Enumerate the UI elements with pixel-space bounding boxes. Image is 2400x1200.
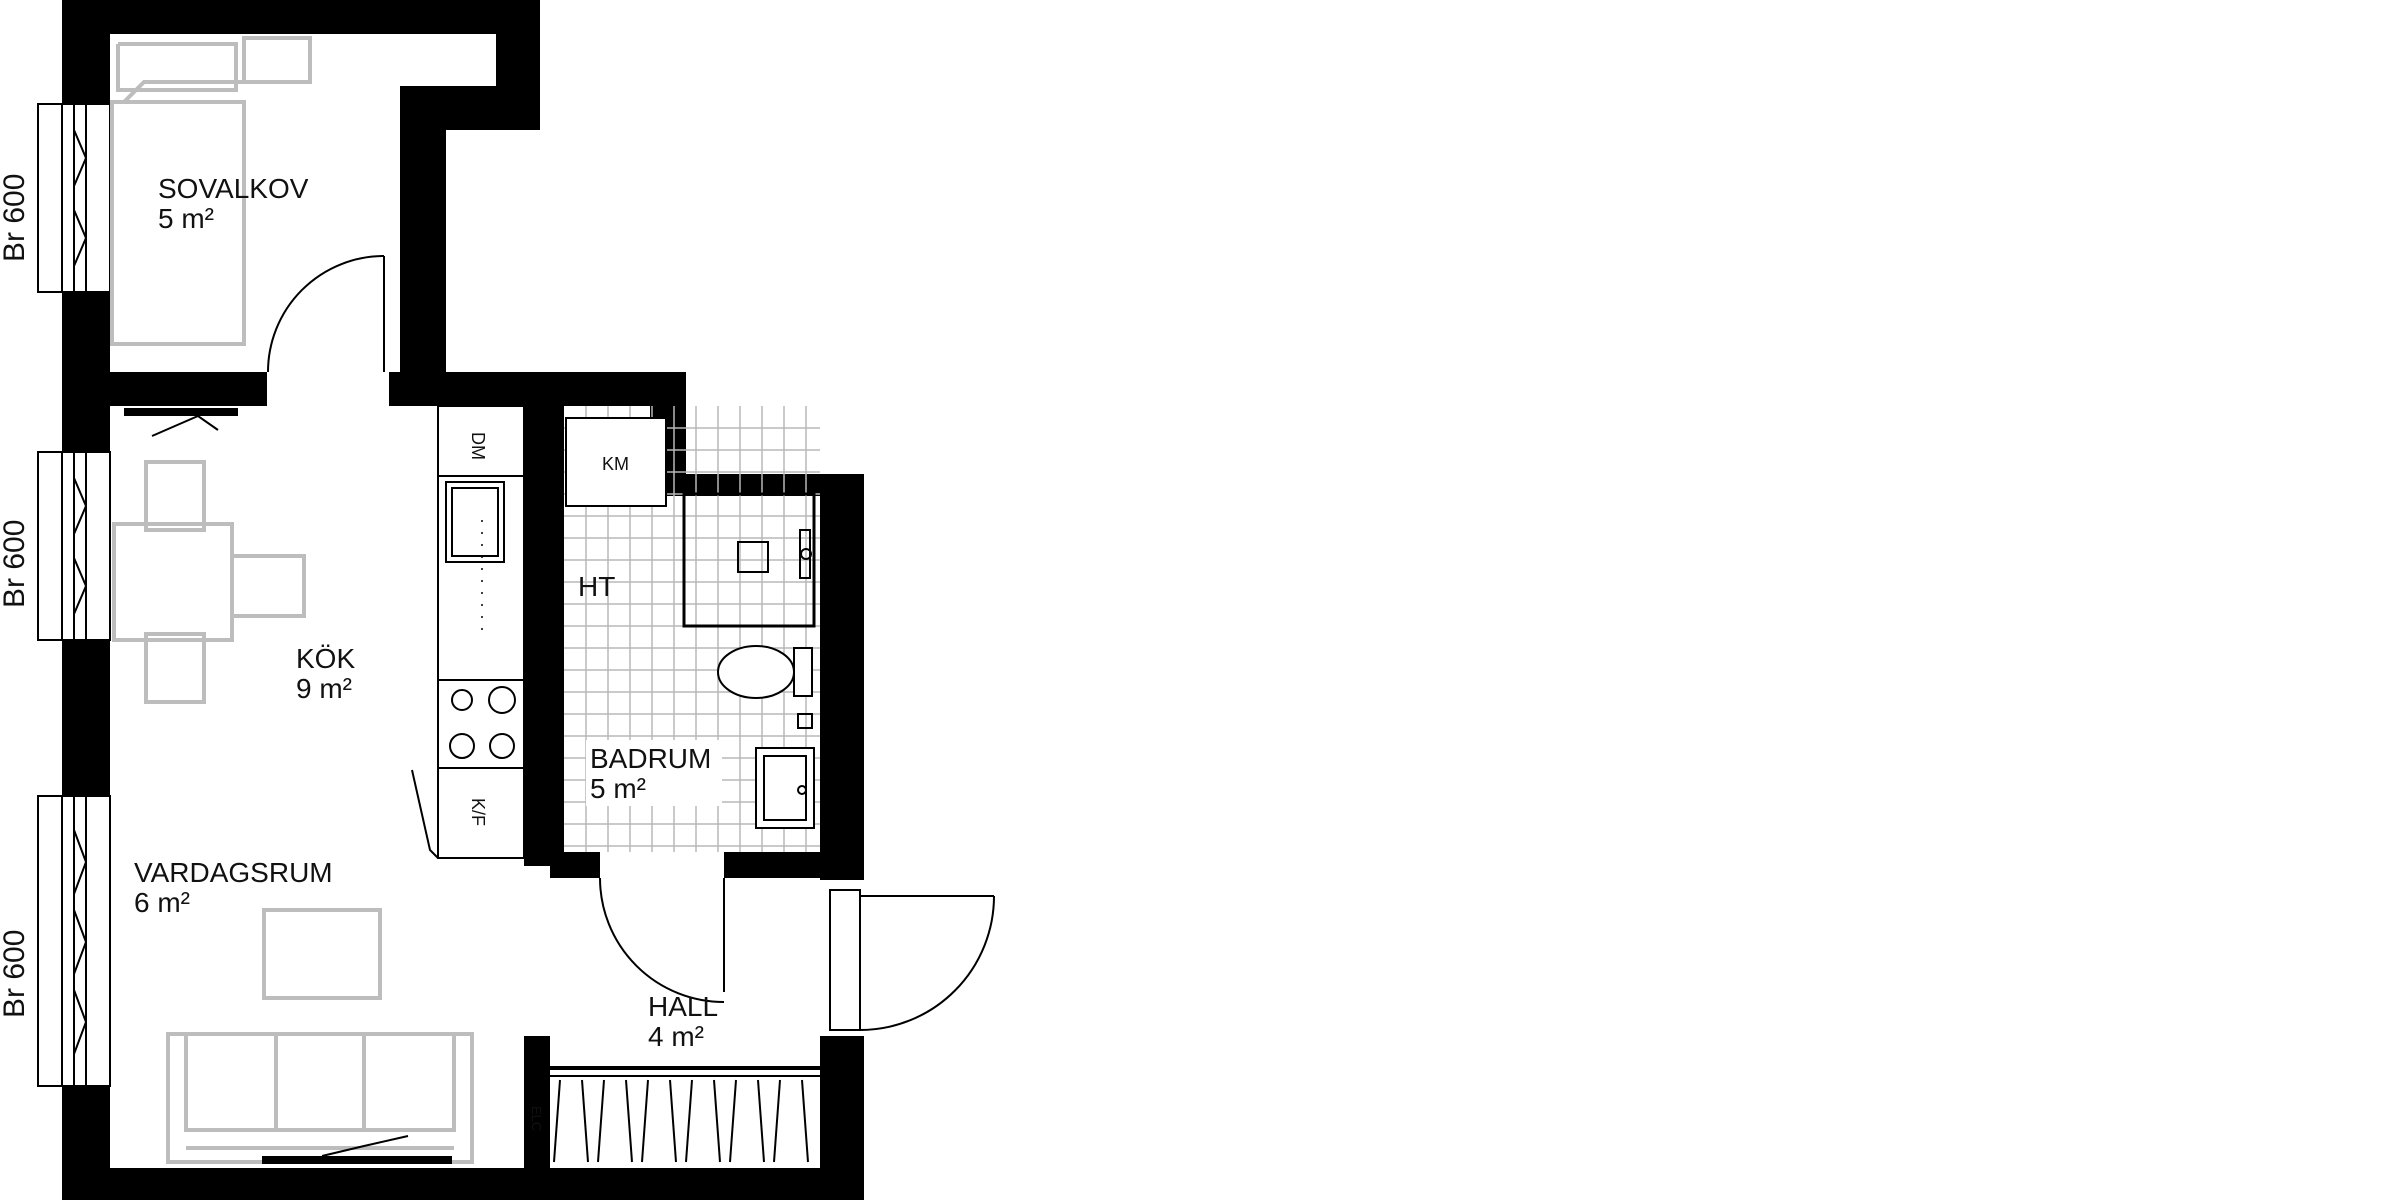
hanger-mark [581, 1079, 589, 1163]
toilet [717, 645, 813, 699]
door-badrum [599, 877, 725, 1003]
room-area-vardagsrum: 6 m² [134, 887, 190, 918]
door-entrance [829, 889, 995, 1031]
towel-rail-label: HT [578, 571, 615, 602]
window-middle [37, 451, 111, 641]
badrum-label-backdrop [586, 740, 722, 806]
sink [755, 713, 815, 829]
door-sovalkov [267, 255, 385, 373]
hanger-mark [729, 1079, 737, 1163]
hanger-mark [669, 1079, 677, 1163]
room-area-hall: 4 m² [648, 1021, 704, 1052]
stove [449, 686, 516, 759]
electrical-panel-label: ELC [529, 1106, 544, 1131]
room-area-kok: 9 m² [296, 673, 352, 704]
room-name-hall: HALL [648, 991, 718, 1022]
room-labels: SOVALKOV 5 m² KÖK 9 m² VARDAGSRUM 6 m² B… [134, 173, 722, 1052]
coffee-table [262, 908, 382, 1000]
window-label-top: Br 600 [0, 174, 31, 262]
fridge-label: K/F [468, 798, 488, 826]
shower [682, 492, 816, 628]
hanger-mark [713, 1079, 721, 1163]
room-area-badrum: 5 m² [590, 773, 646, 804]
room-name-badrum: BADRUM [590, 743, 711, 774]
room-area-sovalkov: 5 m² [158, 203, 214, 234]
dishwasher-label: DM [468, 432, 488, 460]
hanger-mark [597, 1079, 605, 1163]
room-name-kok: KÖK [296, 643, 355, 674]
window-labels: Br 600 Br 600 Br 600 [0, 174, 31, 1018]
radiator-living [262, 1135, 452, 1164]
kitchen-counter [437, 405, 525, 859]
wardrobe [548, 1066, 820, 1163]
hanger-mark [685, 1079, 693, 1163]
hanger-mark [553, 1079, 561, 1163]
hanger-mark [625, 1079, 633, 1163]
window-label-middle: Br 600 [0, 520, 31, 608]
room-name-vardagsrum: VARDAGSRUM [134, 857, 333, 888]
fixture-labels: DM K/F KM HT ELC [468, 432, 629, 1131]
fridge-door [411, 769, 439, 859]
hanger-mark [757, 1079, 765, 1163]
window-top [37, 103, 111, 293]
radiator-kitchen [124, 408, 238, 437]
washing-machine [565, 417, 667, 507]
hanger-mark [773, 1079, 781, 1163]
sofa [166, 1032, 474, 1164]
bed [110, 36, 312, 346]
washing-machine-label: KM [602, 454, 629, 474]
dining-table [112, 460, 306, 704]
hanger-mark [801, 1079, 809, 1163]
window-bottom [37, 795, 111, 1087]
electrical-panel [529, 1097, 545, 1159]
hanger-mark [641, 1079, 649, 1163]
room-name-sovalkov: SOVALKOV [158, 173, 309, 204]
window-label-bottom: Br 600 [0, 930, 31, 1018]
